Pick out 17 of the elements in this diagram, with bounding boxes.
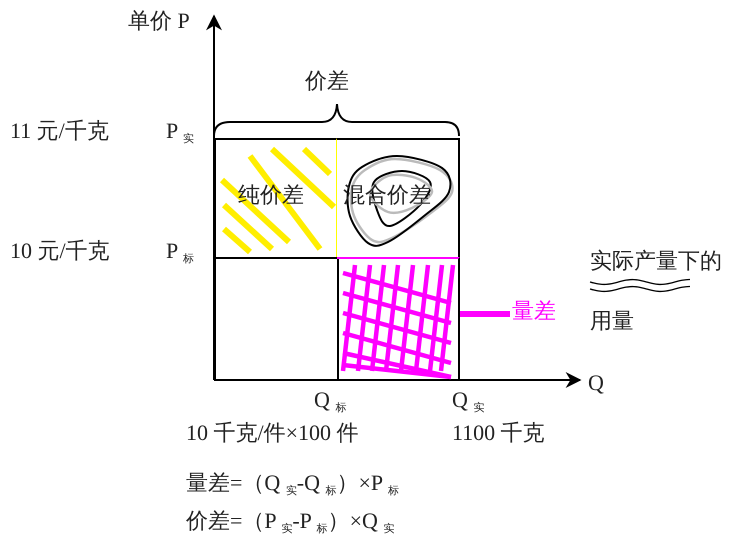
tick-label: P $_{标}$ xyxy=(166,238,194,267)
tick-label: P $_{实}$ xyxy=(166,118,194,147)
formula-text: 价差=（P $_{实}$-P $_{标}$）×Q $_{实}$ xyxy=(186,508,394,537)
tick-label: Q $_{标}$ xyxy=(314,387,346,416)
brace-label: 价差 xyxy=(305,68,349,94)
leader-line xyxy=(460,311,510,317)
axis-label: Q xyxy=(588,370,604,396)
annotation-text: 用量 xyxy=(590,308,634,334)
tick-label: 11 元/千克 xyxy=(10,118,109,144)
variance-label: 量差 xyxy=(512,298,556,324)
tick-label: 10 元/千克 xyxy=(10,238,110,264)
formula-text: 量差=（Q $_{实}$-Q $_{标}$）×P $_{标}$ xyxy=(186,470,399,499)
tick-label: Q $_{实}$ xyxy=(452,387,484,416)
quantity-text: 10 千克/件×100 件 xyxy=(186,420,359,446)
axis-label: 单价 P xyxy=(128,8,190,34)
quantity-text: 1100 千克 xyxy=(452,420,545,446)
annotation-text: 实际产量下的 xyxy=(590,248,722,274)
